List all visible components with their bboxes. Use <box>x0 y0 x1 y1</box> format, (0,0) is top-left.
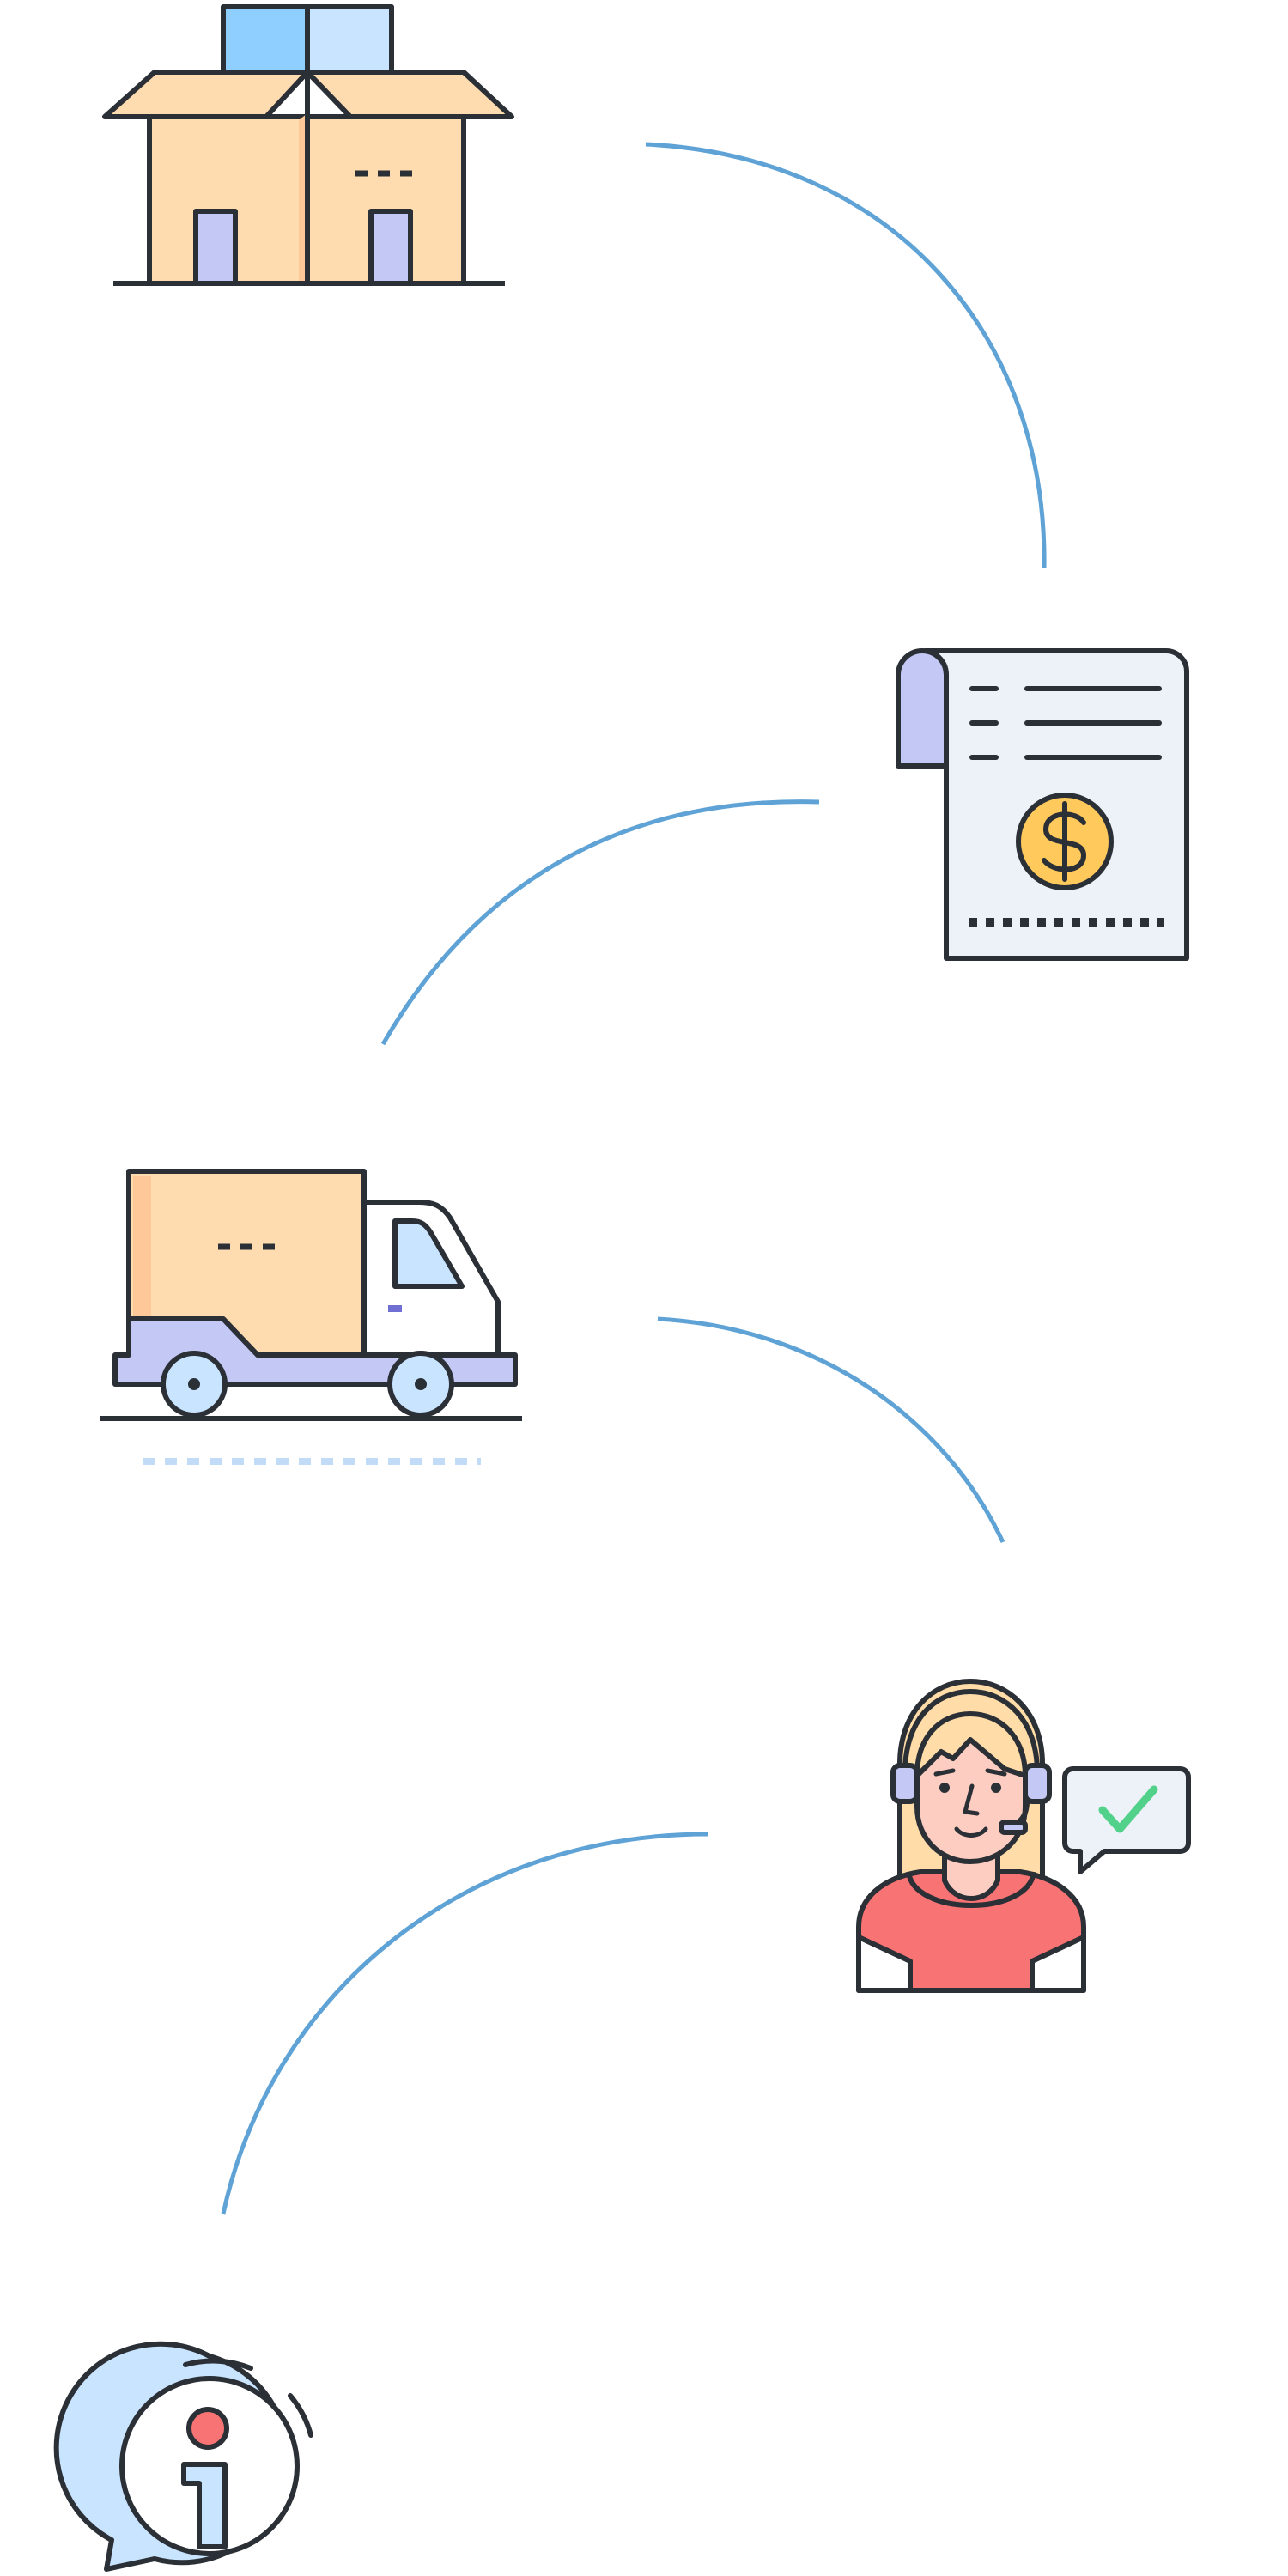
warehouse-roof-left <box>102 70 310 119</box>
invoice-scroll-roll <box>896 648 949 769</box>
truck-wheel-rear-hub <box>188 1378 200 1390</box>
support-mic <box>999 1820 1028 1835</box>
connector-warehouse-to-invoice <box>645 142 1047 569</box>
invoice-icon <box>896 648 1189 961</box>
support-shirt <box>856 1869 1086 1993</box>
support-face-features <box>933 1768 1007 1838</box>
check-icon <box>1098 1785 1158 1833</box>
support-collar <box>906 1871 1036 1908</box>
truck-cargo-box <box>126 1169 367 1358</box>
connector-invoice-to-truck <box>380 799 820 1046</box>
support-sleeve-left <box>856 1935 913 1993</box>
support-earcup-left <box>890 1763 920 1804</box>
connector-support-to-info <box>221 1832 708 2215</box>
warehouse-top-box-left <box>221 4 310 75</box>
invoice-text-lines <box>969 686 1162 760</box>
warehouse-top-box-right <box>305 4 394 75</box>
support-headset-band <box>902 1689 1040 1773</box>
customer-support-icon <box>856 1679 1191 1993</box>
truck-wheel-front-hub <box>415 1378 427 1390</box>
support-sleeve-right <box>1030 1935 1086 1993</box>
truck-cab-window <box>392 1218 465 1289</box>
dollar-sign-icon <box>1042 801 1086 882</box>
warehouse-icon <box>102 4 514 286</box>
support-earcup-right <box>1023 1763 1052 1804</box>
warehouse-door-right <box>368 209 413 286</box>
info-stem <box>181 2462 228 2549</box>
info-swoosh-accents <box>183 2358 313 2438</box>
warehouse-roof-right <box>305 70 514 119</box>
warehouse-door-left <box>193 209 238 286</box>
connector-truck-to-support <box>657 1316 1005 1544</box>
info-chat-icon <box>53 2341 313 2572</box>
info-dot <box>186 2407 229 2450</box>
connectors <box>221 142 1047 2215</box>
delivery-truck-icon <box>100 1169 522 1465</box>
